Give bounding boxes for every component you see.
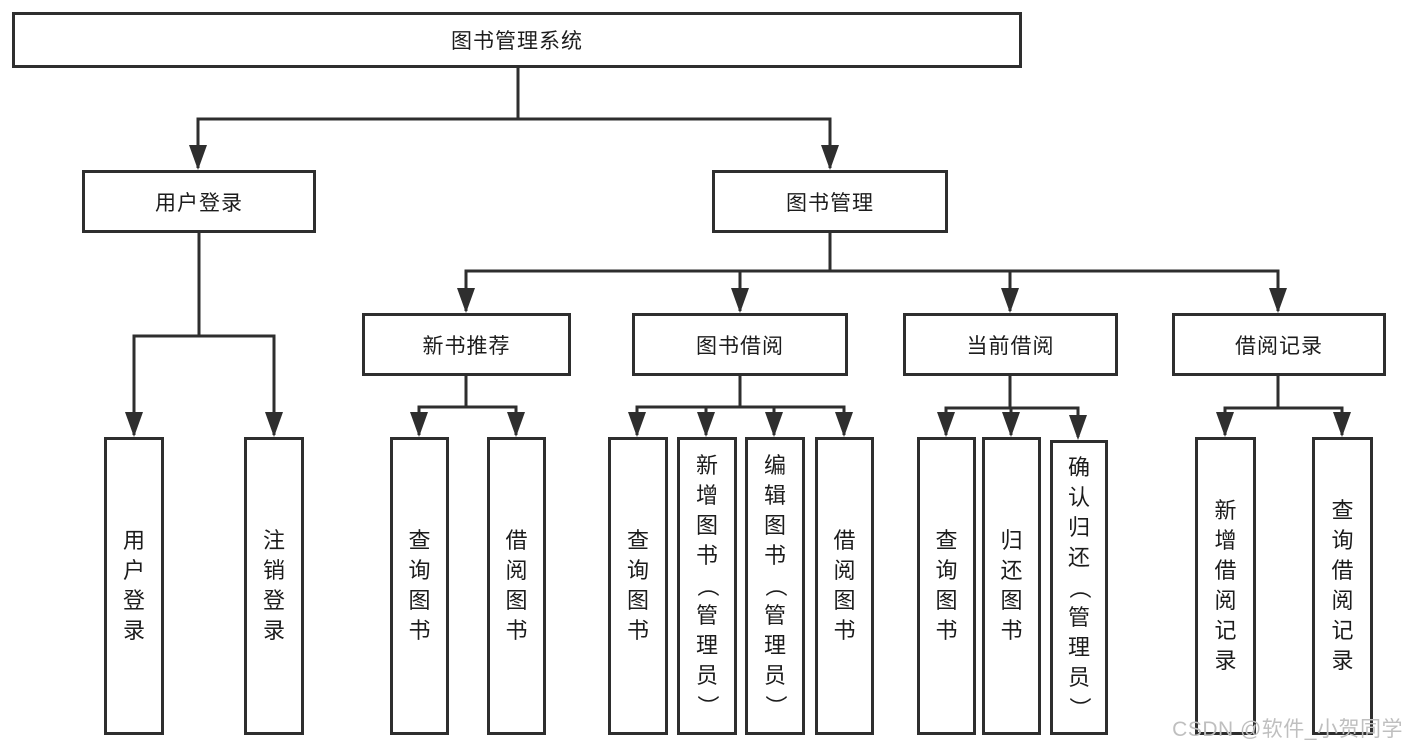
- csdn-watermark: CSDN @软件_小贺同学: [1172, 718, 1403, 741]
- leaf-rec-query-books: 查询图书: [390, 437, 449, 735]
- leaf-cb-return-books: 归还图书: [982, 437, 1041, 735]
- node-borrow-records: 借阅记录: [1172, 313, 1386, 376]
- node-user-login: 用户登录: [82, 170, 316, 233]
- leaf-bb-borrow-books: 借阅图书: [815, 437, 874, 735]
- node-new-book-recommend: 新书推荐: [362, 313, 571, 376]
- leaf-cb-confirm-return-admin: 确认归还（管理员）: [1050, 440, 1108, 735]
- leaf-cb-query-books: 查询图书: [917, 437, 976, 735]
- leaf-bb-edit-books-admin: 编辑图书（管理员）: [745, 437, 805, 735]
- node-book-borrow: 图书借阅: [632, 313, 848, 376]
- leaf-br-add-record: 新增借阅记录: [1195, 437, 1256, 735]
- node-book-management: 图书管理: [712, 170, 948, 233]
- leaf-bb-add-books-admin: 新增图书（管理员）: [677, 437, 737, 735]
- leaf-br-query-record: 查询借阅记录: [1312, 437, 1373, 735]
- node-current-borrow: 当前借阅: [903, 313, 1118, 376]
- node-root-library-management-system: 图书管理系统: [12, 12, 1022, 68]
- leaf-logout: 注销登录: [244, 437, 304, 735]
- leaf-bb-query-books: 查询图书: [608, 437, 668, 735]
- leaf-user-login: 用户登录: [104, 437, 164, 735]
- leaf-rec-borrow-books: 借阅图书: [487, 437, 546, 735]
